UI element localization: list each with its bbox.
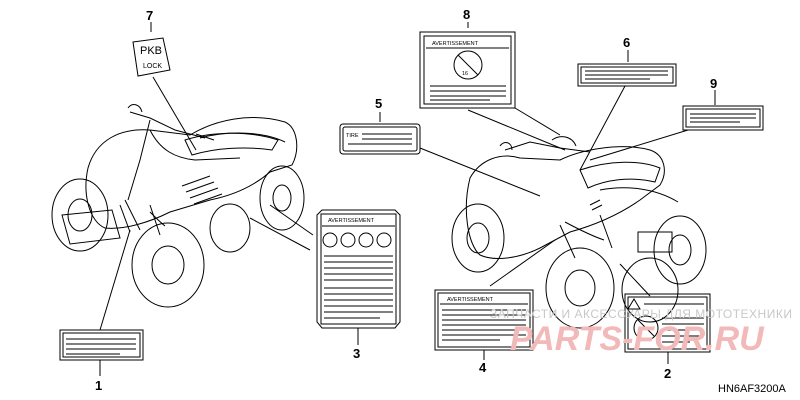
label-3 (316, 209, 401, 329)
label-3-heading: AVERTISSEMENT (328, 218, 375, 224)
label-1 (59, 329, 144, 361)
watermark-site: PARTS-FOR.RU (510, 320, 765, 358)
callout-1: 1 (95, 378, 102, 393)
watermark-tagline: ЗАПЧАСТИ И АКСЕССУАРЫ ДЛЯ МОТОТЕХНИКИ (490, 307, 792, 321)
pkb-text: PKB (140, 45, 162, 57)
callout-9: 9 (710, 76, 717, 91)
label-2 (624, 293, 711, 353)
label-4 (434, 289, 534, 351)
label-5-tire (339, 123, 421, 155)
callout-6: 6 (623, 35, 630, 50)
callout-2: 2 (664, 366, 671, 381)
tire-text: TIRE (346, 133, 359, 139)
callout-5: 5 (375, 96, 382, 111)
callout-4: 4 (479, 360, 487, 375)
right-atv-drawing (451, 136, 707, 329)
leader-lines (99, 22, 716, 376)
callout-7: 7 (146, 8, 153, 23)
lock-text: LOCK (143, 63, 162, 70)
label-6 (577, 63, 677, 87)
callout-3: 3 (353, 346, 360, 361)
label-8 (419, 31, 516, 109)
left-atv-drawing (51, 104, 305, 308)
label-7-pkb-lock (132, 37, 171, 77)
age-symbol: 16 (462, 71, 468, 77)
callout-8: 8 (463, 7, 470, 22)
diagram-code: HN6AF3200A (718, 383, 787, 395)
label-9 (682, 105, 764, 131)
label-8-heading: AVERTISSEMENT (432, 41, 479, 47)
label-4-heading: AVERTISSEMENT (447, 297, 494, 303)
